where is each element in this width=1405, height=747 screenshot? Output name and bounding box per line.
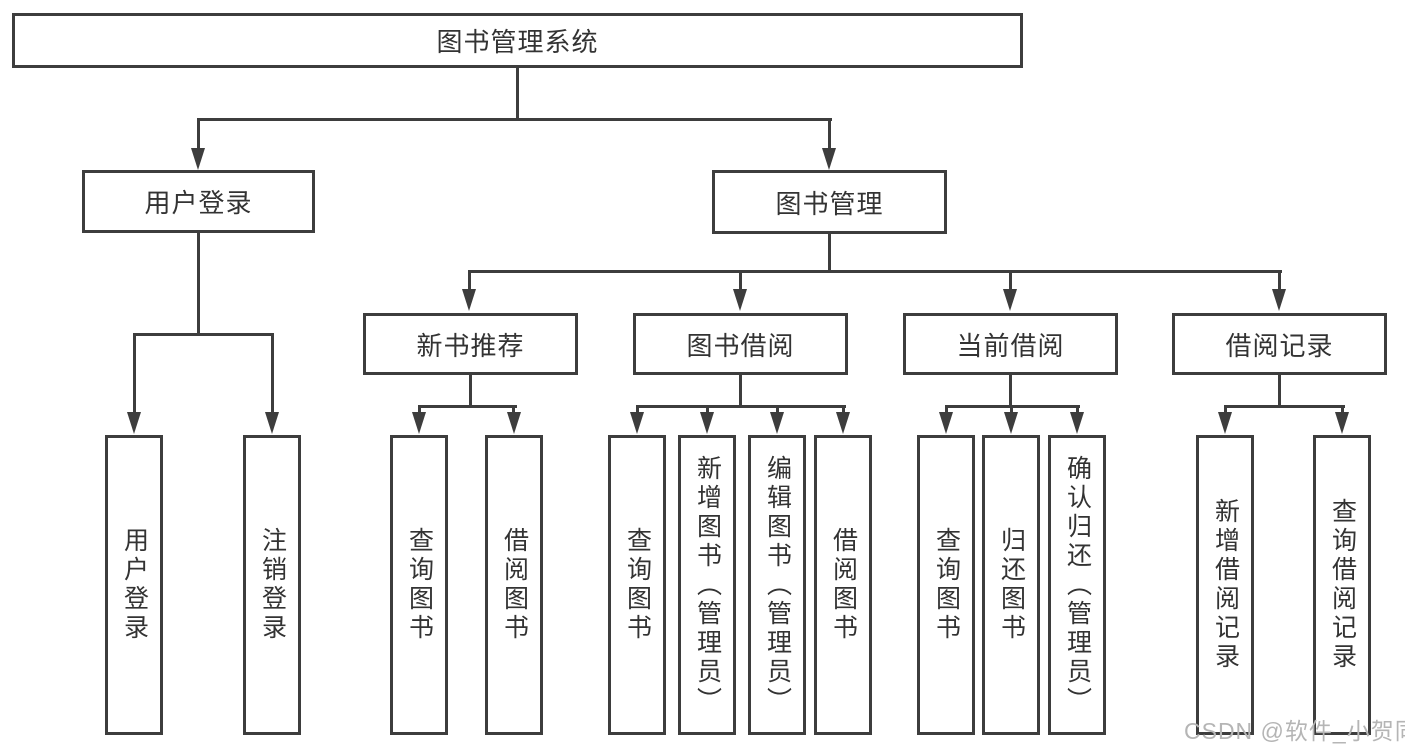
arrow-down-icon (836, 412, 850, 434)
connector-userlogin-bar (133, 333, 274, 336)
arrow-down-icon (191, 148, 205, 170)
connector-bookmgmt-bar (468, 270, 1282, 273)
node-label: 借阅记录 (1225, 330, 1334, 361)
arrow-down-icon (265, 412, 279, 434)
leaf-borrow-query-books: 查询图书 (608, 435, 666, 735)
arrow-down-icon (462, 289, 476, 311)
node-book-management: 图书管理 (712, 170, 947, 234)
node-label: 查询借阅记录 (1328, 498, 1357, 672)
leaf-borrow-add-books-admin: 新增图书（管理员） (678, 435, 736, 735)
arrow-down-icon (412, 412, 426, 434)
connector-root-bar (197, 118, 832, 121)
connector-borrow-stem (739, 375, 742, 408)
arrow-down-icon (1272, 289, 1286, 311)
leaf-current-query-books: 查询图书 (917, 435, 975, 735)
connector-borrow-drop-2 (706, 405, 709, 415)
connector-current-drop-3 (1076, 405, 1079, 415)
connector-borrow-drop-4 (842, 405, 845, 415)
connector-record-bar (1224, 405, 1345, 408)
node-label: 借阅图书 (500, 527, 529, 643)
leaf-current-confirm-return-admin: 确认归还（管理员） (1048, 435, 1106, 735)
connector-borrow-bar (636, 405, 846, 408)
leaf-borrow-borrow-books: 借阅图书 (814, 435, 872, 735)
connector-root-drop-left (197, 118, 200, 151)
connector-root-stem (516, 68, 519, 118)
arrow-down-icon (507, 412, 521, 434)
connector-userlogin-drop-right (271, 333, 274, 412)
connector-bookmgmt-stem (828, 234, 831, 272)
arrow-down-icon (733, 289, 747, 311)
connector-root-drop-right (828, 118, 831, 151)
arrow-down-icon (1003, 289, 1017, 311)
node-user-login: 用户登录 (82, 170, 315, 233)
connector-record-drop-1 (1224, 405, 1227, 415)
connector-newbook-drop-1 (418, 405, 421, 415)
node-label: 图书管理系统 (436, 27, 599, 57)
connector-userlogin-stem (197, 233, 200, 336)
node-label: 图书借阅 (686, 330, 795, 361)
connector-borrow-drop-1 (636, 405, 639, 415)
leaf-current-return-books: 归还图书 (982, 435, 1040, 735)
connector-newbook-stem (469, 375, 472, 408)
connector-userlogin-drop-left (133, 333, 136, 412)
node-book-borrow: 图书借阅 (633, 313, 848, 375)
arrow-down-icon (939, 412, 953, 434)
leaf-logout-login: 注销登录 (243, 435, 301, 735)
connector-newbook-bar (418, 405, 517, 408)
connector-record-drop-2 (1341, 405, 1344, 415)
node-label: 新增借阅记录 (1211, 498, 1240, 672)
leaf-newbook-query-books: 查询图书 (390, 435, 448, 735)
node-label: 用户登录 (120, 527, 149, 643)
arrow-down-icon (822, 148, 836, 170)
leaf-record-add-borrow-record: 新增借阅记录 (1196, 435, 1254, 735)
leaf-borrow-edit-books-admin: 编辑图书（管理员） (748, 435, 806, 735)
node-label: 归还图书 (997, 527, 1026, 643)
node-label: 确认归还（管理员） (1063, 454, 1092, 716)
node-label: 新书推荐 (416, 330, 525, 361)
node-label: 用户登录 (144, 188, 253, 218)
node-label: 当前借阅 (956, 330, 1065, 361)
leaf-newbook-borrow-books: 借阅图书 (485, 435, 543, 735)
arrow-down-icon (700, 412, 714, 434)
connector-bookmgmt-drop-4 (1278, 270, 1281, 292)
node-label: 图书管理 (775, 188, 884, 219)
node-label: 编辑图书（管理员） (763, 454, 792, 716)
arrow-down-icon (1335, 412, 1349, 434)
arrow-down-icon (1004, 412, 1018, 434)
connector-bookmgmt-drop-1 (468, 270, 471, 292)
node-label: 查询图书 (932, 527, 961, 643)
node-label: 查询图书 (623, 527, 652, 643)
node-label: 注销登录 (258, 527, 287, 643)
leaf-record-query-borrow-record: 查询借阅记录 (1313, 435, 1371, 735)
connector-newbook-drop-2 (512, 405, 515, 415)
arrow-down-icon (630, 412, 644, 434)
arrow-down-icon (1218, 412, 1232, 434)
connector-bookmgmt-drop-2 (739, 270, 742, 292)
connector-current-stem (1009, 375, 1012, 408)
connector-bookmgmt-drop-3 (1009, 270, 1012, 292)
node-current-borrow: 当前借阅 (903, 313, 1118, 375)
connector-current-drop-2 (1010, 405, 1013, 415)
leaf-user-login: 用户登录 (105, 435, 163, 735)
node-new-book-recommend: 新书推荐 (363, 313, 578, 375)
node-label: 查询图书 (405, 527, 434, 643)
arrow-down-icon (1070, 412, 1084, 434)
node-label: 借阅图书 (829, 527, 858, 643)
node-library-management-system: 图书管理系统 (12, 13, 1023, 68)
connector-record-stem (1278, 375, 1281, 408)
arrow-down-icon (127, 412, 141, 434)
connector-current-drop-1 (945, 405, 948, 415)
connector-borrow-drop-3 (776, 405, 779, 415)
csdn-watermark: CSDN @软件_小贺同学 (1184, 718, 1405, 744)
node-borrow-record: 借阅记录 (1172, 313, 1387, 375)
arrow-down-icon (770, 412, 784, 434)
node-label: 新增图书（管理员） (693, 454, 722, 716)
